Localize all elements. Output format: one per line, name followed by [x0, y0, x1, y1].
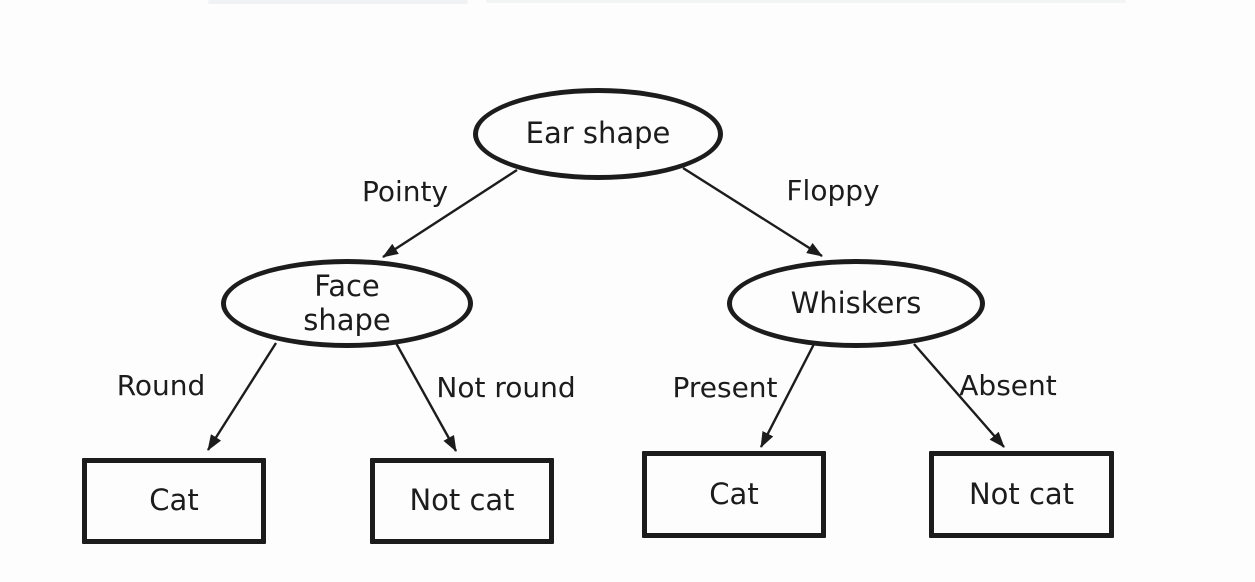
node-ear-shape-label: Ear shape [525, 116, 671, 151]
edge-label-absent: Absent [959, 369, 1057, 402]
cropped-text-artifact [208, 0, 468, 4]
edge-label-not-round: Not round [436, 371, 576, 404]
node-ear-shape: Ear shape [473, 88, 723, 180]
leaf-cat-left-label: Cat [149, 483, 199, 518]
arrow-face-shape-to-cat [206, 342, 278, 451]
edge-label-present: Present [672, 371, 778, 404]
edge-label-round: Round [116, 369, 206, 402]
node-face-shape-label: Face shape [303, 269, 391, 337]
leaf-not-cat-left: Not cat [370, 458, 554, 544]
leaf-not-cat-right: Not cat [929, 451, 1114, 538]
leaf-cat-left: Cat [82, 458, 266, 544]
leaf-not-cat-right-label: Not cat [968, 476, 1075, 511]
leaf-cat-right-label: Cat [709, 476, 759, 511]
leaf-not-cat-left-label: Not cat [409, 483, 515, 518]
node-whiskers-label: Whiskers [790, 285, 922, 320]
edge-label-pointy: Pointy [361, 175, 449, 208]
node-face-shape: Face shape [221, 259, 473, 348]
node-whiskers: Whiskers [727, 259, 985, 348]
edge-label-floppy: Floppy [786, 174, 880, 207]
leaf-cat-right: Cat [642, 451, 826, 538]
cropped-text-artifact [486, 0, 1126, 3]
